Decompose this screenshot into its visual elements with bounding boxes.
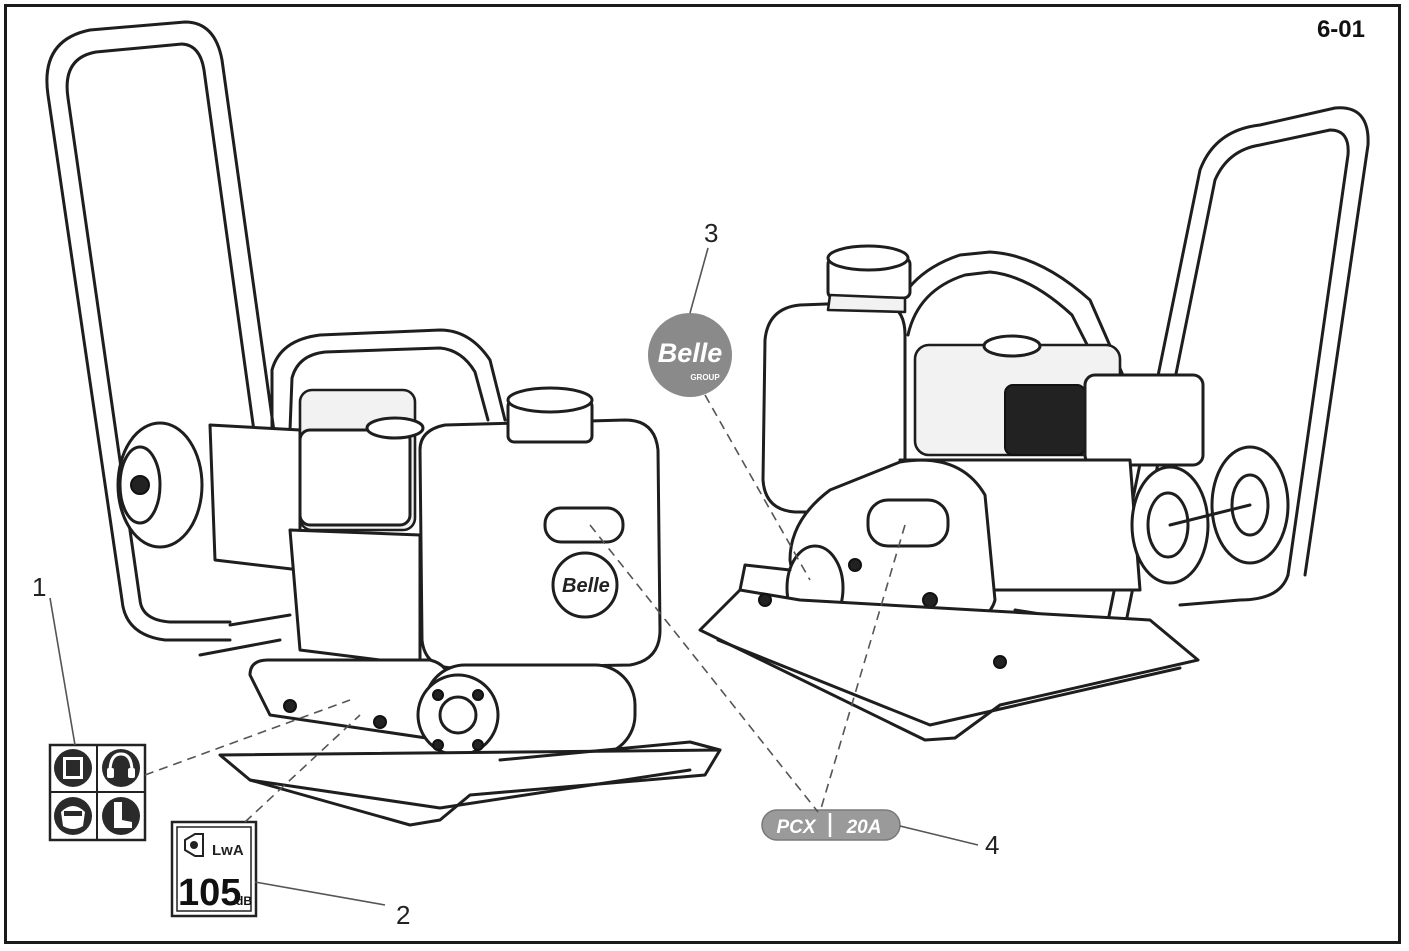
- right-tank-neck: [826, 293, 907, 314]
- left-handle-bottom-inner: [138, 598, 232, 624]
- callout-2: 2: [396, 900, 411, 930]
- page-code: 6-01: [1316, 16, 1365, 43]
- left-exciter-hub: [438, 695, 478, 735]
- right-base-bolt-1: [758, 593, 772, 607]
- belle-logo-text: Belle: [658, 338, 723, 368]
- right-muffler: [1083, 373, 1205, 467]
- left-plate-compactor: Belle: [45, 20, 722, 827]
- right-tank-cap-top: [826, 244, 910, 272]
- dash-4a: [589, 524, 819, 813]
- left-tank-cap-top: [506, 386, 594, 414]
- right-air-filter: [1004, 384, 1086, 456]
- right-plate-compactor: [698, 106, 1370, 742]
- left-engine-lower: [288, 528, 422, 667]
- right-axle: [1168, 503, 1252, 527]
- left-peg-2: [228, 613, 292, 627]
- right-handle-outer: [1098, 106, 1370, 662]
- left-handle-outer: [45, 20, 280, 602]
- model-badge-right: 20A: [846, 817, 882, 838]
- right-handle-inner: [1116, 128, 1350, 664]
- left-logo-recess: [551, 551, 619, 619]
- ear-protection-icon: [102, 749, 140, 787]
- left-engine-side: [208, 423, 302, 572]
- left-handle-inner: [65, 42, 260, 602]
- model-badge-decal: PCX 20A: [761, 809, 901, 841]
- page-frame: [4, 4, 1401, 944]
- ear-noise-icon: [184, 833, 204, 857]
- callout-3: 3: [704, 218, 719, 248]
- manual-icon: [54, 749, 92, 787]
- leader-3: [689, 247, 709, 314]
- right-engine-cap: [982, 334, 1042, 358]
- left-base-rail: [498, 740, 722, 762]
- left-base-edge: [248, 768, 692, 810]
- left-base-plate: [218, 748, 722, 827]
- right-guard-bolt: [922, 592, 938, 608]
- dash-4b: [819, 524, 906, 813]
- left-exciter-bolt-d: [472, 739, 484, 751]
- right-base-edge: [716, 638, 1182, 727]
- right-model-recess: [866, 498, 950, 548]
- leader-lines: [49, 247, 979, 906]
- right-wheel-front-hub: [1146, 491, 1190, 559]
- left-model-recess: [543, 506, 625, 544]
- belle-logo-decal: Belle GROUP: [648, 313, 732, 397]
- left-roll-frame-inner: [288, 346, 490, 432]
- leader-2: [254, 881, 386, 906]
- right-base-plate: [698, 588, 1200, 742]
- right-base-lip: [738, 563, 792, 592]
- left-bolt-2: [373, 715, 387, 729]
- face-protection-icon: [54, 797, 92, 835]
- left-fuel-tank: [418, 418, 662, 670]
- right-guard-hole: [848, 558, 862, 572]
- leader-1: [49, 597, 76, 746]
- dash-2: [244, 714, 361, 823]
- right-handle-lower: [1178, 573, 1290, 607]
- lwa-label: LwA: [212, 842, 244, 859]
- left-wheel-axle: [130, 475, 150, 495]
- safety-decal: [48, 743, 147, 842]
- callout-1: 1: [32, 572, 47, 602]
- dash-1: [144, 699, 351, 776]
- callout-4: 4: [985, 830, 1000, 860]
- left-exciter-bolt-c: [432, 739, 444, 751]
- left-exciter-bolt-b: [472, 689, 484, 701]
- left-handle-bottom: [120, 598, 232, 642]
- right-base-bolt-2: [993, 655, 1007, 669]
- left-peg-1: [198, 638, 282, 657]
- model-badge-left: PCX: [776, 817, 816, 838]
- left-engine-panel: [298, 428, 412, 527]
- noise-unit: dB: [236, 894, 252, 908]
- left-bolt-1: [283, 699, 297, 713]
- belle-logo-subtext: GROUP: [690, 373, 720, 382]
- safety-boot-icon: [102, 797, 140, 835]
- leader-4: [899, 825, 979, 846]
- noise-label-decal: LwA 105 dB: [170, 820, 258, 918]
- noise-value: 105: [178, 872, 241, 914]
- left-roll-frame: [270, 328, 507, 432]
- dash-3: [704, 394, 811, 581]
- left-exciter-bolt-a: [432, 689, 444, 701]
- left-tank-logo-text: Belle: [562, 575, 610, 597]
- right-roll-frame-inner: [906, 270, 1107, 382]
- left-engine-cap: [365, 416, 425, 440]
